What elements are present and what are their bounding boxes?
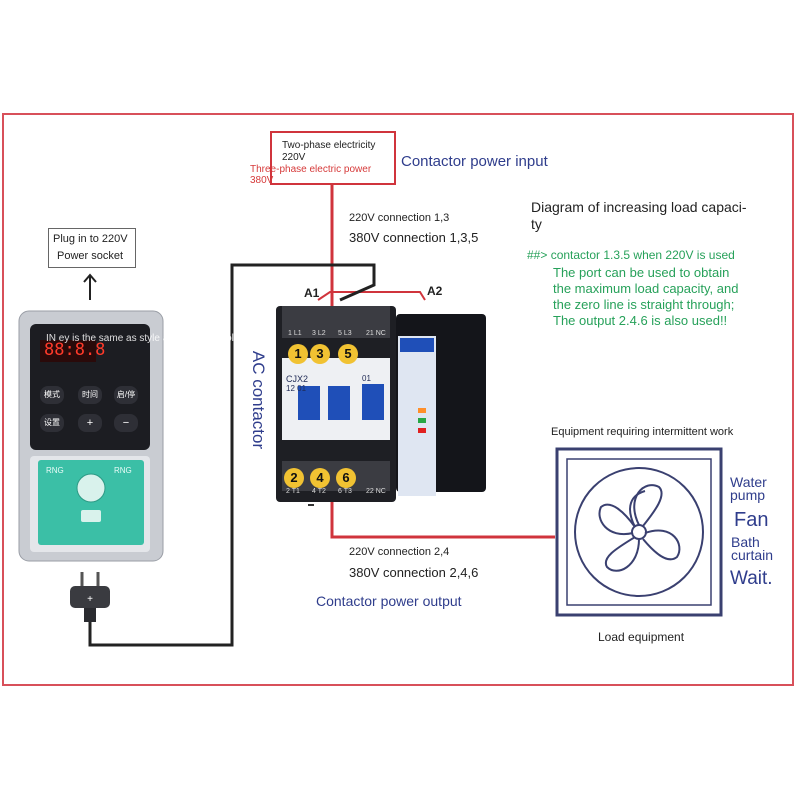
power-plug-icon: + xyxy=(70,572,110,622)
note-line-4: The output 2.4.6 is also used!! xyxy=(553,313,728,328)
controller-key-plus[interactable]: + xyxy=(78,414,102,432)
terminal-3: 3 xyxy=(310,344,330,364)
terminal-6: 6 xyxy=(336,468,356,488)
input-box: Two-phase electricity 220V Three-phase e… xyxy=(250,131,396,186)
load-type-fan: Fan xyxy=(734,509,769,531)
note-title-2: ty xyxy=(531,216,542,232)
controller-key-minus[interactable]: − xyxy=(114,414,138,432)
terminal-1: 1 xyxy=(288,344,308,364)
connection-380-in: 380V connection 1,3,5 xyxy=(349,230,479,245)
exhaust-fan-icon xyxy=(555,447,723,617)
input-line-1: Two-phase electricity xyxy=(282,140,376,151)
controller-note: IN ey is the same as style and time cont… xyxy=(46,333,245,344)
contactor-model: CJX2 xyxy=(286,374,309,384)
contactor-output-label: Contactor power output xyxy=(316,593,462,609)
terminal-small-22: 22 NC xyxy=(366,488,386,495)
load-label: Load equipment xyxy=(598,630,685,644)
note-line-3: the zero line is straight through; xyxy=(553,297,735,312)
controller-key-set[interactable]: 设置 xyxy=(40,414,64,432)
ac-contactor-label: AC contactor xyxy=(249,350,268,450)
plug-line-2: Power socket xyxy=(57,250,124,262)
input-line-4: 380V xyxy=(250,175,274,186)
load-type-water-pump: Water pump xyxy=(730,474,767,503)
terminal-small-5: 5 L3 xyxy=(338,330,352,337)
a1-label: A1 xyxy=(304,286,320,300)
load-type-wait: Wait. xyxy=(730,568,773,589)
controller-key-time[interactable]: 时间 xyxy=(78,386,102,404)
controller-display: 88:8.8 xyxy=(44,340,106,360)
connection-220-out: 220V connection 2,4 xyxy=(349,546,450,558)
ac-contactor-device: 1 3 5 1 L1 3 L2 5 L3 21 NC CJX2 12 01 01… xyxy=(276,296,486,506)
terminal-small-3: 3 L2 xyxy=(312,330,326,337)
load-type-bath-curtain: Bath curtain xyxy=(731,534,774,563)
plug-line-1: Plug in to 220V xyxy=(53,233,128,245)
black-control-wire xyxy=(88,263,376,647)
contactor-aux: 01 xyxy=(362,374,371,383)
terminal-small-21: 21 NC xyxy=(366,330,386,337)
svg-text:+: + xyxy=(87,594,93,605)
connection-220-in: 220V connection 1,3 xyxy=(349,212,450,224)
terminal-4: 4 xyxy=(310,468,330,488)
diagram-frame xyxy=(2,113,794,686)
note-line-1: The port can be used to obtain xyxy=(553,265,730,280)
socket-brand-left: RNG xyxy=(46,466,64,475)
connection-380-out: 380V connection 2,4,6 xyxy=(349,565,479,580)
input-line-3: Three-phase electric power xyxy=(250,164,372,175)
contactor-input-label: Contactor power input xyxy=(401,153,548,170)
socket-brand-right: RNG xyxy=(114,466,132,475)
terminal-2: 2 xyxy=(284,468,304,488)
controller-key-start[interactable]: 启/停 xyxy=(114,386,138,404)
terminal-small-1: 1 L1 xyxy=(288,330,302,337)
time-controller: 88:8.8 RNG RNG xyxy=(18,310,164,562)
equipment-label: Equipment requiring intermittent work xyxy=(551,426,734,438)
terminal-small-6: 6 T3 xyxy=(338,488,352,495)
note-intro: ##> contactor 1.3.5 when 220V is used xyxy=(527,248,735,262)
a2-label: A2 xyxy=(427,284,443,298)
note-title-1: Diagram of increasing load capaci- xyxy=(531,199,747,215)
red-coil-wire xyxy=(317,291,426,301)
up-arrow-icon xyxy=(83,273,97,300)
terminal-5: 5 xyxy=(338,344,358,364)
contactor-model-no: 12 01 xyxy=(286,384,307,393)
terminal-small-4: 4 T2 xyxy=(312,488,326,495)
plug-instruction-box: Plug in to 220V Power socket xyxy=(48,228,136,268)
controller-key-mode[interactable]: 模式 xyxy=(40,386,64,404)
input-line-2: 220V xyxy=(282,152,306,163)
terminal-small-2: 2 T1 xyxy=(286,488,300,495)
note-line-2: the maximum load capacity, and xyxy=(553,281,739,296)
